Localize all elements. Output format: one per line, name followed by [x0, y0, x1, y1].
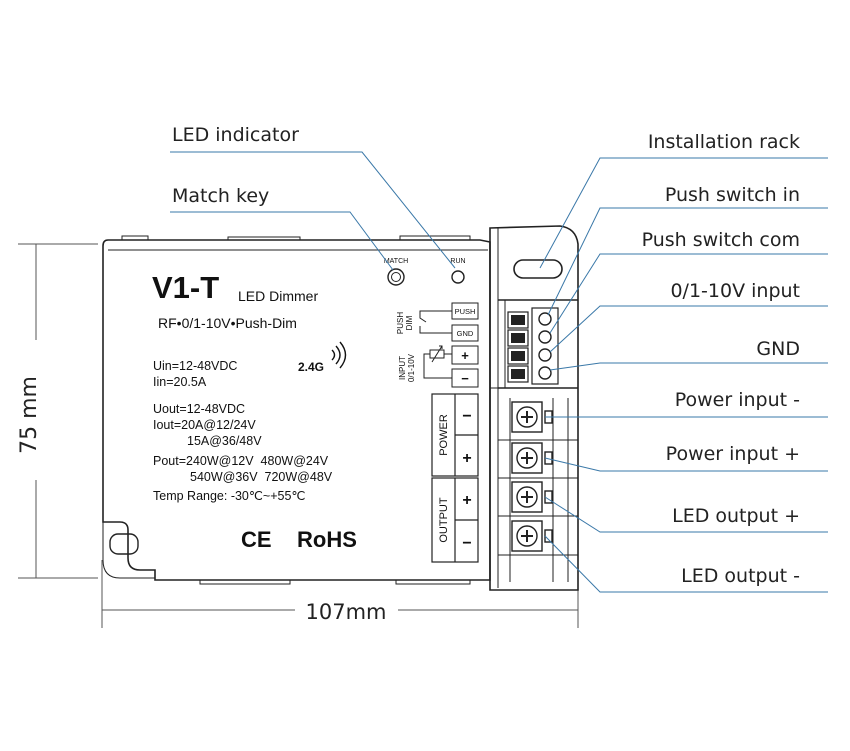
spec-uin: Uin=12-48VDC: [153, 359, 237, 373]
model-suffix: LED Dimmer: [238, 288, 318, 304]
callout-installation-rack: Installation rack: [648, 131, 800, 153]
push-switch-com-hole: [538, 330, 552, 344]
output-plus-sign: +: [462, 492, 471, 509]
callout-lines: [170, 151, 828, 593]
power-label: POWER: [438, 414, 450, 456]
callout-match-key: Match key: [172, 185, 269, 207]
spec-temp: Temp Range: -30℃~+55℃: [153, 489, 305, 503]
gnd-hole: [538, 366, 552, 380]
screw-terminals: [511, 401, 553, 552]
callout-power-input-plus: Power input +: [666, 443, 800, 465]
input-010v-hole: [538, 348, 552, 362]
input-minus-sign: −: [461, 371, 469, 386]
power-minus-sign: −: [462, 408, 471, 425]
model-name: V1-T: [152, 270, 219, 305]
ce-mark: CE: [241, 527, 272, 552]
width-dimension-label: 107mm: [306, 600, 387, 624]
power-output-panel: [431, 393, 479, 563]
device-housing: [102, 235, 491, 585]
height-dimension: [18, 243, 98, 579]
push-dim-wiring: [419, 310, 452, 334]
callout-labels: LED indicator Match key Installation rac…: [172, 124, 800, 587]
spec-iin: Iin=20.5A: [153, 375, 207, 389]
spec-pout-1: Pout=240W@12V 480W@24V: [153, 454, 329, 468]
callout-led-indicator: LED indicator: [172, 124, 299, 146]
callout-input-010v: 0/1-10V input: [670, 280, 800, 302]
push-box-label: PUSH: [455, 307, 476, 316]
rohs-mark: RoHS: [297, 527, 357, 552]
height-dimension-label: 75 mm: [17, 376, 42, 454]
spec-iout-1: Iout=20A@12/24V: [153, 418, 256, 432]
wireless-icon: [331, 341, 347, 369]
feature-line: RF•0/1-10V•Push-Dim: [158, 315, 297, 331]
callout-led-output-minus: LED output -: [681, 565, 800, 587]
match-label: MATCH: [384, 258, 408, 265]
callout-push-switch-com: Push switch com: [642, 229, 800, 251]
input-plus-sign: +: [461, 348, 469, 363]
run-label: RUN: [450, 258, 465, 265]
led-indicator: [451, 270, 465, 284]
push-switch-in-hole: [538, 312, 552, 326]
power-plus-sign: +: [462, 450, 471, 467]
output-minus-sign: −: [462, 535, 471, 552]
input-label-2: 0/1-10V: [407, 353, 416, 382]
push-terminals: [507, 307, 559, 385]
push-dim-label-1: PUSH: [396, 312, 405, 334]
spec-pout-2: 540W@36V 720W@48V: [190, 470, 333, 484]
callout-led-output-plus: LED output +: [672, 505, 800, 527]
callout-power-input-minus: Power input -: [675, 389, 800, 411]
input-potentiometer-symbol: [423, 345, 452, 379]
match-key-button[interactable]: [387, 268, 405, 286]
callout-push-switch-in: Push switch in: [665, 184, 800, 206]
width-dimension: [101, 560, 579, 628]
rf-band: 2.4G: [298, 360, 324, 374]
terminal-block: [489, 225, 579, 591]
spec-uout: Uout=12-48VDC: [153, 402, 245, 416]
output-label: OUTPUT: [438, 497, 450, 543]
spec-iout-2: 15A@36/48V: [187, 434, 262, 448]
callout-gnd: GND: [756, 338, 800, 360]
push-dim-label-2: DIM: [405, 315, 414, 330]
gnd-box-label: GND: [457, 329, 474, 338]
input-label-1: INPUT: [398, 356, 407, 380]
